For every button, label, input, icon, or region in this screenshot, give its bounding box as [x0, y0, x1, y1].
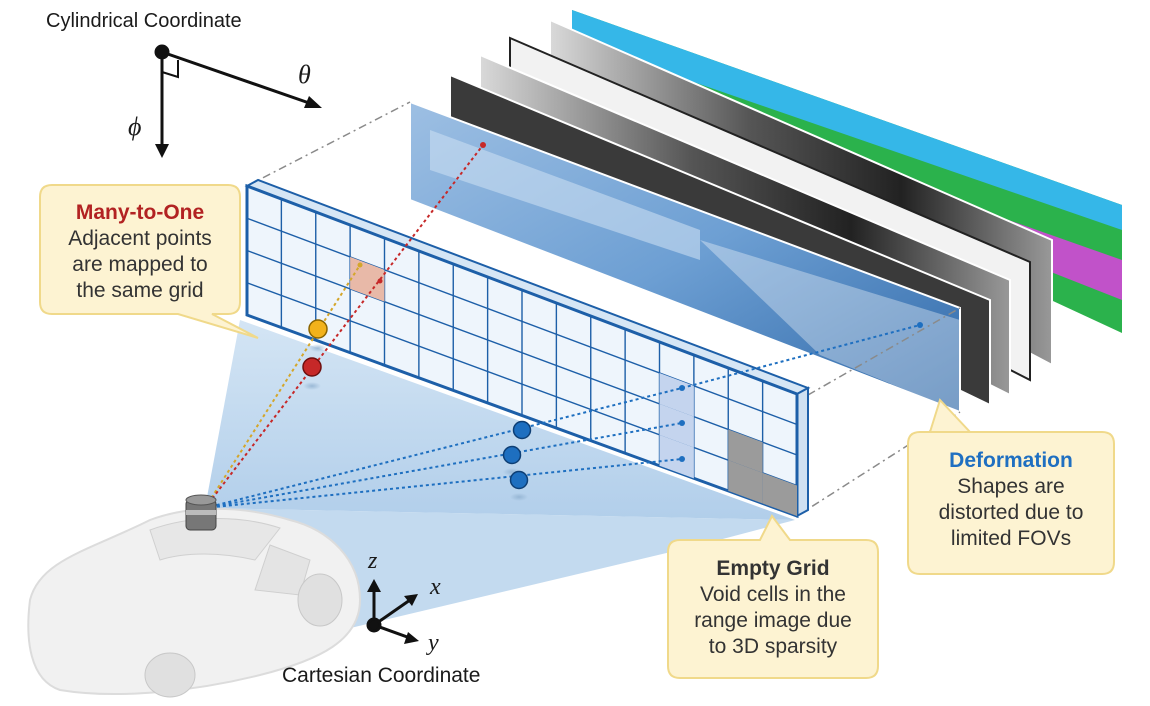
grid-cell-shaded	[659, 372, 694, 417]
range-image-road	[700, 240, 960, 412]
phi-label: ϕ	[128, 112, 142, 141]
car-wheel-rear	[297, 573, 343, 627]
y-axis-label: y	[428, 630, 439, 656]
car-wheel-front	[144, 652, 196, 698]
grid-cell-empty	[728, 460, 763, 504]
deformation-line-3: limited FOVs	[950, 527, 1072, 550]
point-yellow	[308, 319, 328, 339]
lidar-points	[302, 142, 923, 501]
empty-grid-text: Empty Grid Void cells in the range image…	[668, 556, 878, 660]
grid-row-line	[246, 282, 798, 487]
segmentation-sky	[572, 10, 1122, 230]
z-axis-label: z	[368, 548, 378, 574]
many-to-one-text: Many-to-One Adjacent points are mapped t…	[40, 200, 240, 304]
empty-grid-line-3: to 3D sparsity	[708, 635, 838, 658]
deformation-line-2: distorted due to	[938, 501, 1084, 524]
callout-deformation	[907, 398, 1115, 575]
many-to-one-line-1: Adjacent points	[68, 227, 212, 250]
guide-lines	[246, 101, 961, 517]
empty-grid-line-1: Void cells in the	[700, 583, 846, 606]
feature-map-stack	[409, 10, 1122, 414]
many-to-one-title: Many-to-One	[75, 201, 205, 224]
cylindrical-coordinate-label: Cylindrical Coordinate	[46, 10, 242, 32]
x-axis-label: x	[430, 574, 441, 600]
point-red	[302, 357, 322, 377]
deformation-text: Deformation Shapes are distorted due to …	[908, 448, 1114, 552]
many-to-one-line-3: the same grid	[76, 279, 204, 302]
grid-cell-shaded	[659, 434, 694, 479]
projection-rays	[204, 144, 921, 509]
callout-empty-grid	[667, 514, 879, 679]
many-to-one-line-2: are mapped to	[72, 253, 208, 276]
grid-row-line	[246, 249, 798, 456]
empty-grid-title: Empty Grid	[716, 557, 830, 580]
car-illustration	[27, 494, 362, 698]
grid-cell-shaded	[659, 403, 694, 448]
range-grid	[244, 178, 811, 519]
deformation-title: Deformation	[949, 449, 1073, 472]
cylindrical-axes	[154, 44, 322, 158]
point-blue-1	[512, 420, 532, 440]
point-blue-3	[509, 470, 529, 490]
theta-label: θ	[298, 60, 311, 89]
deformation-line-1: Shapes are	[957, 475, 1065, 498]
empty-grid-line-2: range image due	[694, 609, 852, 632]
grid-side-face	[796, 386, 809, 518]
callout-many-to-one	[39, 184, 259, 339]
cartesian-axes	[366, 579, 419, 644]
cartesian-coordinate-label: Cartesian Coordinate	[282, 664, 481, 687]
range-image-highlight	[430, 130, 700, 260]
point-blue-2	[502, 445, 522, 465]
grid-cell-empty	[728, 429, 763, 473]
grid-cell-empty	[762, 472, 797, 516]
grid-row-line	[246, 217, 798, 426]
